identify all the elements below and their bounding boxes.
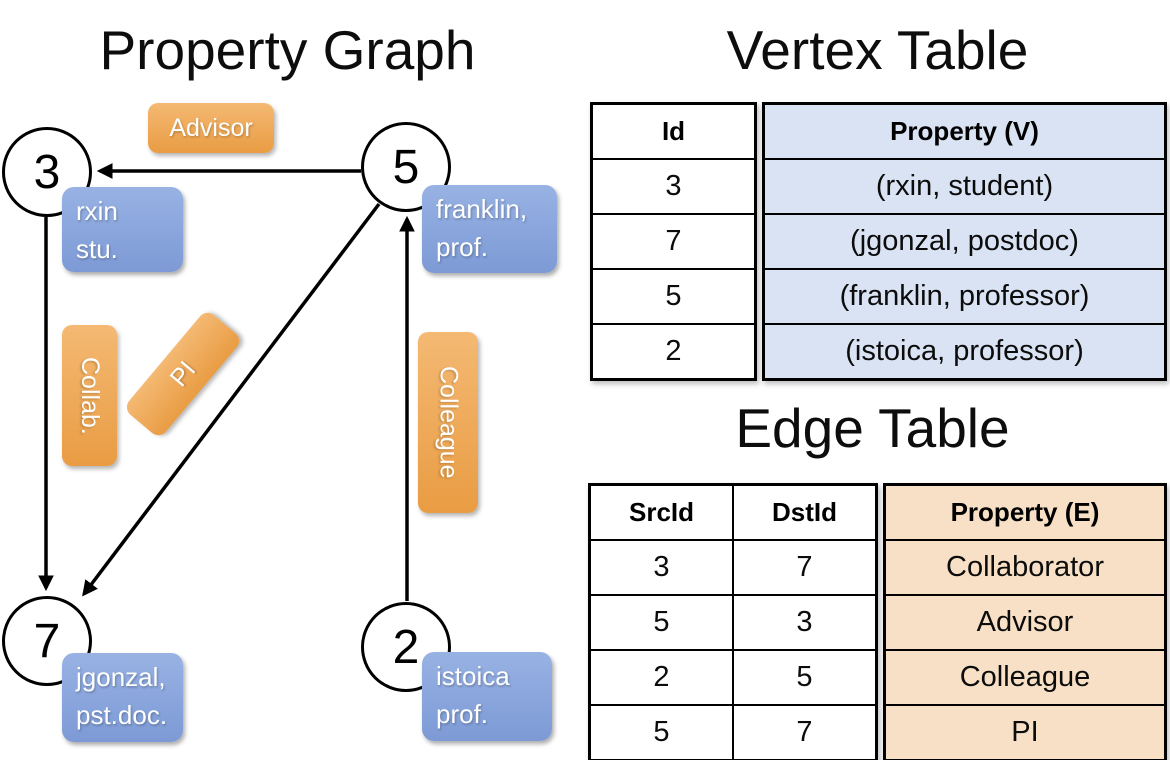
table-cell: (istoica, professor) bbox=[762, 323, 1167, 381]
vertex-property-box-2: istoica prof. bbox=[422, 652, 552, 741]
table-cell: Advisor bbox=[883, 594, 1167, 651]
table-cell: 3 bbox=[588, 539, 734, 596]
vertex-node-2-label: 2 bbox=[392, 620, 420, 674]
vertex-node-3-label: 3 bbox=[33, 145, 61, 199]
vertex-property-box-5-line1: franklin, bbox=[436, 194, 528, 224]
vertex-table-header-id: Id bbox=[590, 102, 757, 160]
vertex-property-box-5: franklin, prof. bbox=[422, 185, 557, 273]
vertex-property-box-3: rxin stu. bbox=[62, 187, 183, 272]
edge-table-title: Edge Table bbox=[735, 397, 1010, 459]
table-cell: 5 bbox=[588, 594, 734, 651]
vertex-property-box-2-line1: istoica bbox=[436, 661, 510, 691]
vertex-property-box-2-line2: prof. bbox=[436, 699, 489, 729]
vertex-node-3: 3 bbox=[2, 127, 92, 217]
table-cell: (franklin, professor) bbox=[762, 268, 1167, 325]
property-graph-title: Property Graph bbox=[99, 19, 476, 81]
table-cell: Colleague bbox=[883, 649, 1167, 706]
vertex-property-box-7-line1: jgonzal, bbox=[76, 662, 166, 692]
edge-table-src-dst-columns: SrcId DstId 3 7 5 3 2 5 5 7 bbox=[588, 483, 878, 760]
edge-label-pi: PI bbox=[122, 308, 244, 440]
edge-label-colleague: Colleague bbox=[418, 332, 478, 513]
vertex-node-5-label: 5 bbox=[392, 140, 420, 194]
table-cell: (rxin, student) bbox=[762, 158, 1167, 215]
table-cell: 5 bbox=[732, 649, 878, 706]
vertex-table-id-column: Id 3 7 5 2 bbox=[590, 102, 757, 381]
vertex-property-box-3-line1: rxin bbox=[76, 196, 118, 226]
vertex-table-property-column: Property (V) (rxin, student) (jgonzal, p… bbox=[762, 102, 1167, 381]
table-cell: 5 bbox=[590, 268, 757, 325]
table-cell: Collaborator bbox=[883, 539, 1167, 596]
table-cell: 3 bbox=[590, 158, 757, 215]
edge-label-collab: Collab. bbox=[62, 325, 117, 466]
table-cell: 5 bbox=[588, 704, 734, 760]
edge-table-header-property: Property (E) bbox=[883, 483, 1167, 541]
vertex-property-box-7-line2: pst.doc. bbox=[76, 700, 168, 730]
vertex-table: Id 3 7 5 2 Property (V) (rxin, student) … bbox=[590, 102, 1167, 381]
table-cell: 2 bbox=[590, 323, 757, 381]
vertex-property-box-5-line2: prof. bbox=[436, 232, 489, 262]
vertex-table-header-property: Property (V) bbox=[762, 102, 1167, 160]
edge-table-header-dstid: DstId bbox=[732, 483, 878, 541]
table-cell: 7 bbox=[732, 704, 878, 760]
vertex-node-7-label: 7 bbox=[33, 614, 61, 668]
edge-label-advisor: Advisor bbox=[148, 103, 274, 153]
vertex-node-5: 5 bbox=[361, 122, 451, 212]
edge-table-header-srcid: SrcId bbox=[588, 483, 734, 541]
vertex-table-title: Vertex Table bbox=[726, 19, 1029, 81]
table-cell: 3 bbox=[732, 594, 878, 651]
vertex-property-box-3-line2: stu. bbox=[76, 234, 118, 264]
table-cell: 7 bbox=[732, 539, 878, 596]
table-cell: (jgonzal, postdoc) bbox=[762, 213, 1167, 270]
edge-table-property-column: Property (E) Collaborator Advisor Collea… bbox=[883, 483, 1167, 760]
vertex-property-box-7: jgonzal, pst.doc. bbox=[62, 653, 183, 742]
table-cell: 7 bbox=[590, 213, 757, 270]
table-cell: 2 bbox=[588, 649, 734, 706]
edge-table: SrcId DstId 3 7 5 3 2 5 5 7 Property (E)… bbox=[588, 483, 1167, 760]
table-cell: PI bbox=[883, 704, 1167, 760]
